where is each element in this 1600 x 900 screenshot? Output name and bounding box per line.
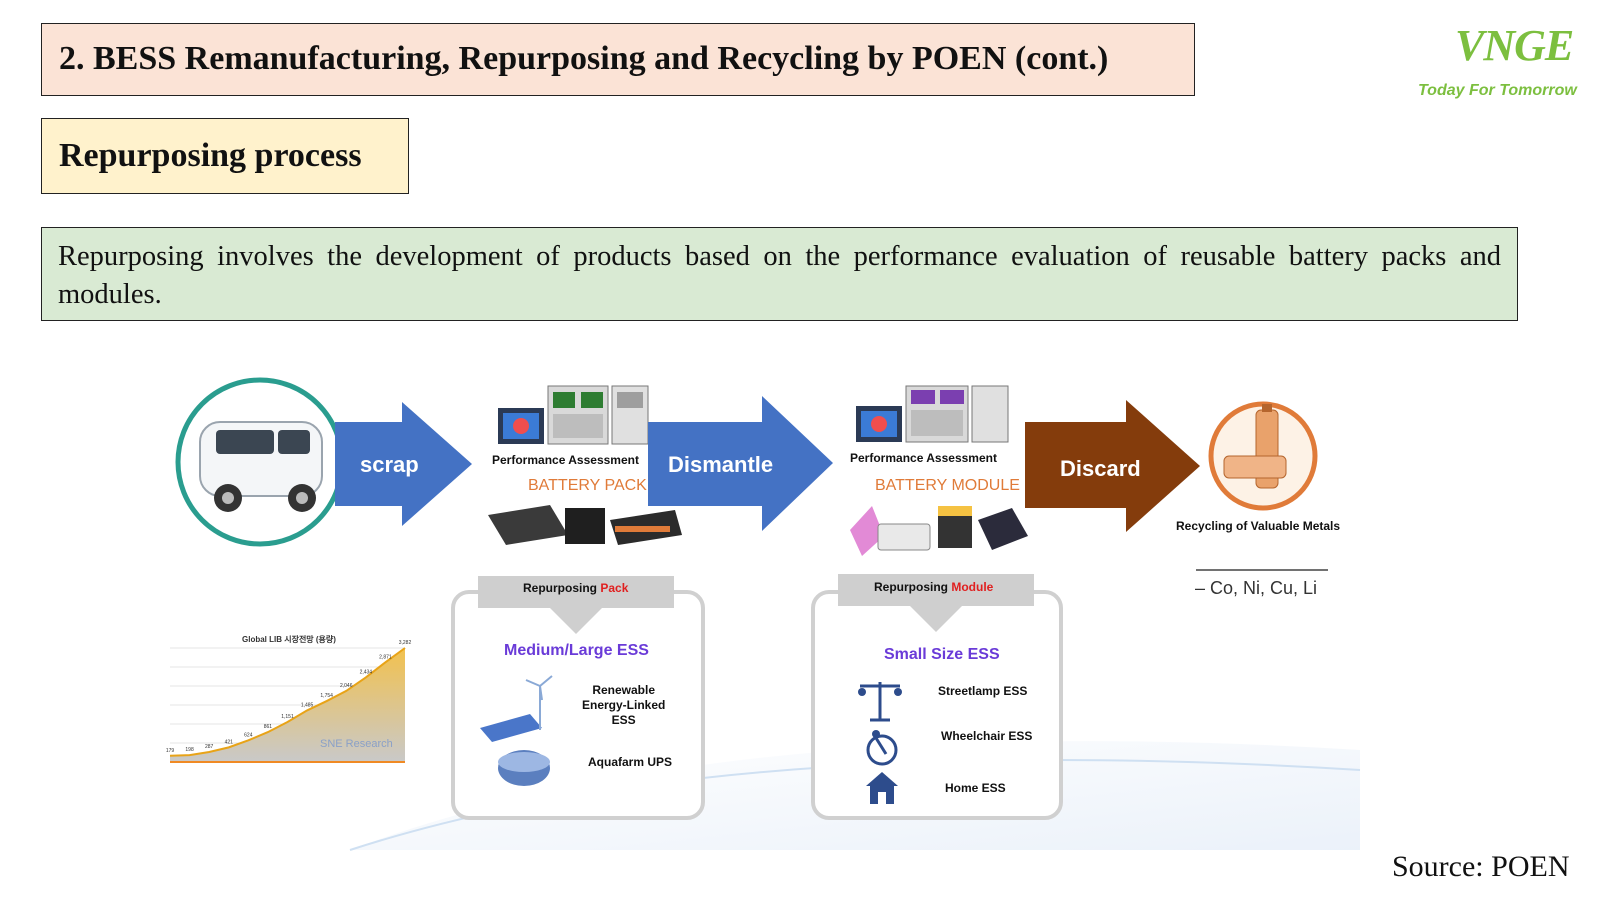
pack-box-header: Repurposing Pack [523, 581, 628, 595]
mini-chart-value-label: 1,151 [281, 714, 294, 720]
mini-chart-value-label: 287 [205, 744, 214, 750]
pack-item-aquafarm: Aquafarm UPS [588, 755, 673, 769]
recycling-batteries-icon [1208, 401, 1318, 511]
module-box-header-accent: Module [951, 580, 994, 594]
module-item-wheelchair: Wheelchair ESS [941, 729, 1033, 743]
mini-market-chart: 179 198 287 421 624 861 1,151 1,485 1,754 2,046 2,… [166, 640, 412, 763]
pack-item-renewable: Renewable Energy-Linked ESS [582, 683, 665, 728]
page-title: 2. BESS Remanufacturing, Repurposing and… [59, 40, 1109, 77]
description-text: Repurposing involves the development of … [58, 241, 1501, 310]
module-item-streetlamp: Streetlamp ESS [938, 684, 1028, 698]
pack-box-header-prefix: Repurposing [523, 581, 601, 595]
aquafarm-icon [498, 750, 550, 786]
mini-chart-value-label: 1,754 [320, 693, 333, 699]
pack-test-equipment-icon [498, 385, 649, 445]
mini-chart-line [169, 647, 406, 757]
module-box-title: Small Size ESS [884, 646, 1000, 663]
module-test-equipment-icon [856, 385, 1009, 443]
ev-car-icon [175, 377, 345, 547]
battery-pack-images [488, 505, 682, 545]
mini-chart-value-label: 1,485 [301, 702, 314, 708]
battery-module-images [850, 506, 1028, 556]
battery-pack-label: BATTERY PACK [528, 477, 647, 494]
streetlamp-icon [858, 682, 902, 722]
mini-chart-area [170, 648, 405, 762]
battery-module-label: BATTERY MODULE [875, 477, 1020, 494]
mini-chart-watermark: SNE Research [320, 738, 393, 750]
title-box: 2. BESS Remanufacturing, Repurposing and… [41, 23, 1195, 96]
process-diagram: 179 198 287 421 624 861 1,151 1,485 1,754 2,046 2,… [20, 330, 1380, 860]
module-item-home: Home ESS [945, 781, 1006, 795]
mini-chart-value-label: 861 [264, 724, 273, 730]
module-assessment-label: Performance Assessment [850, 451, 997, 465]
mini-chart-title: Global LIB 시장전망 (용량) [242, 635, 336, 644]
description-box: Repurposing involves the development of … [41, 227, 1518, 321]
mini-chart-value-label: 421 [225, 739, 234, 745]
section-title: Repurposing process [59, 137, 362, 174]
dismantle-arrow [648, 396, 833, 531]
pack-item-renewable-line2: Energy-Linked [582, 698, 666, 712]
subtitle-box: Repurposing process [41, 118, 409, 194]
scrap-label: scrap [360, 452, 419, 477]
module-box-header: Repurposing Module [874, 580, 993, 594]
source-caption: Source: POEN [1392, 850, 1570, 883]
wheelchair-icon [866, 730, 898, 766]
pack-assessment-label: Performance Assessment [492, 453, 639, 467]
metals-label: – Co, Ni, Cu, Li [1195, 578, 1318, 598]
discard-arrow [1025, 400, 1200, 532]
diagram-svg: 179 198 287 421 624 861 1,151 1,485 1,754 2,046 2,… [166, 377, 1361, 851]
logo-tagline: Today For Tomorrow [1418, 82, 1577, 99]
module-box-header-prefix: Repurposing [874, 580, 952, 594]
wind-solar-icon [480, 675, 553, 742]
mini-chart-value-label: 2,046 [340, 683, 353, 689]
recycling-label: Recycling of Valuable Metals [1176, 519, 1341, 533]
mini-chart-value-label: 3,282 [399, 640, 412, 646]
mini-chart-value-label: 198 [185, 747, 194, 753]
mini-chart-value-label: 624 [244, 732, 253, 738]
scrap-arrow [335, 402, 472, 526]
repurposing-pack-box [451, 576, 705, 820]
pack-item-renewable-line1: Renewable [592, 683, 656, 697]
home-icon [866, 772, 898, 804]
discard-label: Discard [1060, 456, 1141, 481]
mini-chart-value-label: 179 [166, 748, 175, 754]
pack-box-title: Medium/Large ESS [504, 642, 649, 659]
dismantle-label: Dismantle [668, 452, 774, 477]
mini-chart-value-label: 2,434 [360, 669, 373, 675]
logo-mark: VNGE [1455, 21, 1574, 70]
pack-box-header-accent: Pack [600, 581, 629, 595]
mini-chart-value-label: 2,871 [379, 654, 392, 660]
pack-item-renewable-line3: ESS [611, 713, 636, 727]
